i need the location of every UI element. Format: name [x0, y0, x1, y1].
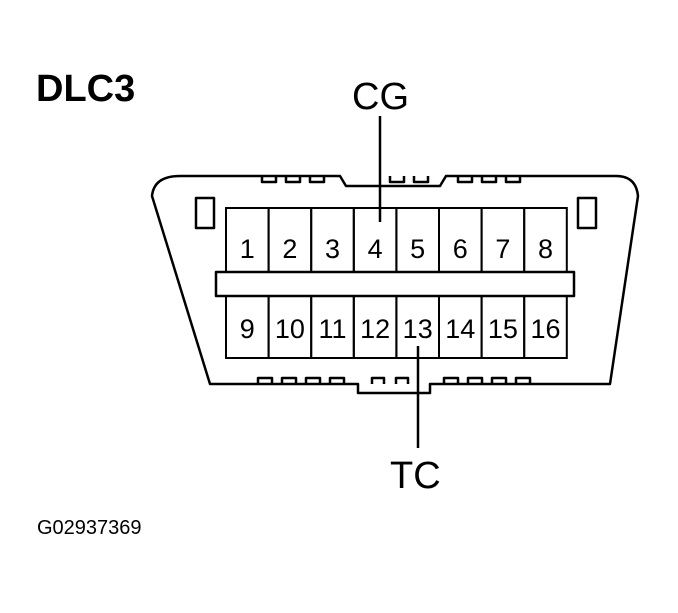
pin-label-11: 11 — [318, 314, 346, 344]
pin-label-5: 5 — [410, 234, 425, 264]
connector-body-outline — [150, 174, 640, 395]
pin-label-6: 6 — [453, 234, 468, 264]
pin-label-13: 13 — [403, 314, 433, 344]
pin-label-14: 14 — [445, 314, 475, 344]
callout-cg-label: CG — [352, 76, 409, 118]
pin-label-15: 15 — [488, 314, 518, 344]
pin-label-16: 16 — [530, 314, 560, 344]
figure-code: G02937369 — [37, 517, 142, 539]
left-latch — [194, 196, 216, 230]
pin-label-7: 7 — [495, 234, 510, 264]
pin-cell-8 — [523, 207, 568, 273]
pin-label-10: 10 — [275, 314, 305, 344]
pin-label-12: 12 — [360, 314, 390, 344]
pin-label-4: 4 — [368, 234, 383, 264]
center-divider — [214, 270, 576, 298]
top-notches — [260, 176, 522, 184]
pin-cell-16 — [523, 295, 568, 359]
pin-label-1: 1 — [240, 234, 255, 264]
connector-title: DLC3 — [36, 68, 136, 110]
pin-label-3: 3 — [325, 234, 340, 264]
pin-label-8: 8 — [538, 234, 553, 264]
bottom-notches — [256, 376, 532, 384]
right-latch — [576, 196, 598, 230]
pin-label-9: 9 — [240, 314, 255, 344]
pin-label-2: 2 — [282, 234, 297, 264]
callout-tc-label: TC — [390, 455, 441, 497]
